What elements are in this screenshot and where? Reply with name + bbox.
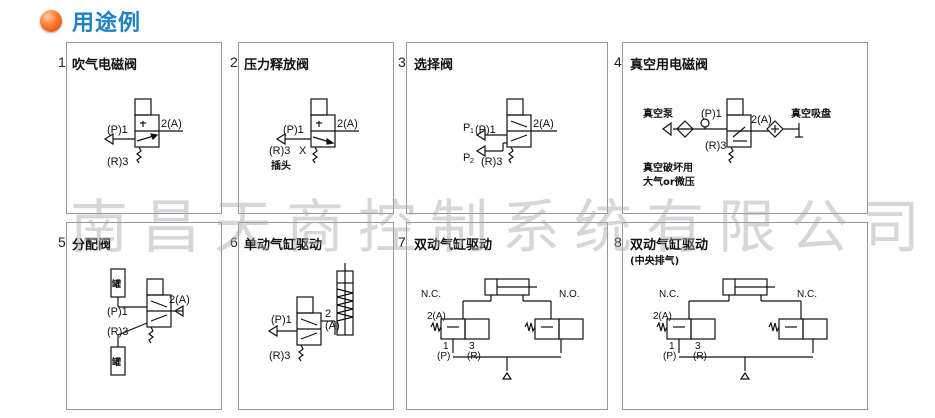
panel-8-double-acting-center-exhaust: N.C. N.C. 2(A) 1 (P) 3 (R) [622, 222, 868, 410]
section-title: 用途例 [72, 11, 142, 36]
label-r: (R)3 [269, 145, 290, 157]
panel-7-title: 双动气缸驱动 [414, 238, 493, 253]
label-note-1: 真空破坏用 [643, 161, 693, 174]
label-r: (R) [693, 351, 707, 362]
label-a: 2(A) [161, 118, 182, 130]
panel-7-number: 7 [398, 234, 406, 250]
panel-3-selector-valve: P 1 (P)1 2(A) P 2 (R)3 [406, 42, 608, 214]
label-r: (R)3 [107, 326, 128, 338]
panel-5-number: 5 [58, 234, 66, 250]
label-p: (P)1 [107, 306, 128, 318]
label-tank-1: 罐 [111, 278, 121, 290]
label-nc: N.C. [659, 289, 679, 300]
label-r: (R)3 [481, 156, 502, 168]
panel-1-blow-valve: (P)1 2(A) (R)3 [66, 42, 222, 214]
label-a: 2(A) [427, 311, 446, 322]
label-a: 2(A) [653, 311, 672, 322]
distribution-valve-diagram: 罐 罐 2(A) (P)1 (R)3 [107, 268, 190, 376]
label-p2-sub: 2 [470, 158, 474, 165]
label-a: 2(A) [169, 294, 190, 306]
panel-8-subtitle: (中央排气) [630, 256, 680, 267]
label-a: (A) [325, 320, 340, 332]
label-tank-2: 罐 [111, 356, 121, 368]
label-nc-right: N.C. [797, 289, 817, 300]
label-x: X [299, 145, 307, 157]
panel-8-number: 8 [614, 234, 622, 250]
label-p: (P)1 [283, 124, 304, 136]
selector-valve-diagram: P 1 (P)1 2(A) P 2 (R)3 [463, 98, 557, 168]
label-plug: 插头 [271, 159, 291, 172]
label-a: 2(A) [751, 114, 772, 126]
double-acting-cylinder-diagram: N.C. N.O. 2(A) 1 (P) 3 (R) [421, 278, 584, 380]
section-header: 用途例 [40, 6, 141, 36]
label-p: (P)1 [271, 314, 292, 326]
panel-8-title: 双动气缸驱动 [630, 238, 709, 253]
panel-6-number: 6 [230, 234, 238, 250]
label-r3: 3 [469, 341, 475, 352]
label-p: (P) [437, 351, 450, 362]
panel-1-number: 1 [58, 54, 66, 70]
label-p1: 1 [669, 341, 675, 352]
panel-6-title: 单动气缸驱动 [244, 238, 323, 253]
vacuum-valve-diagram: 真空泵 (P)1 2(A) (R)3 真空吸盘 真空破坏用 大气or微压 [643, 98, 831, 188]
panel-7-double-acting-cylinder: N.C. N.O. 2(A) 1 (P) 3 (R) [406, 222, 608, 410]
label-p: (P)1 [701, 108, 722, 120]
label-r: (R)3 [705, 140, 726, 152]
single-acting-cylinder-diagram: 2 (A) (P)1 (R)3 [267, 263, 354, 362]
label-p: (P)1 [107, 124, 128, 136]
panel-4-vacuum-valve: 真空泵 (P)1 2(A) (R)3 真空吸盘 真空破坏用 大气or微压 [622, 42, 868, 214]
label-r3: 3 [695, 341, 701, 352]
label-a: 2(A) [337, 118, 358, 130]
panel-2-title: 压力释放阀 [244, 58, 310, 73]
center-exhaust-cylinder-diagram: N.C. N.C. 2(A) 1 (P) 3 (R) [653, 278, 828, 380]
panel-3-title: 选择阀 [414, 58, 454, 73]
blow-valve-diagram: (P)1 2(A) (R)3 [103, 98, 183, 168]
label-p2: P [463, 152, 470, 164]
panel-6-single-acting-cylinder: 2 (A) (P)1 (R)3 [238, 222, 394, 410]
label-p1: 1 [443, 341, 449, 352]
label-r: (R) [467, 351, 481, 362]
label-two: 2 [325, 308, 331, 320]
panel-5-title: 分配阀 [72, 238, 112, 253]
pressure-release-diagram: (P)1 2(A) (R)3 X 插头 [269, 98, 359, 172]
panel-4-number: 4 [614, 54, 622, 70]
panel-5-distribution-valve: 罐 罐 2(A) (P)1 (R)3 [66, 222, 222, 410]
label-vacuum-pump: 真空泵 [643, 107, 674, 120]
panel-3-number: 3 [398, 54, 406, 70]
label-r: (R)3 [269, 350, 290, 362]
panel-2-number: 2 [230, 54, 238, 70]
bullet-dot-icon [40, 10, 62, 32]
panel-2-pressure-release-valve: (P)1 2(A) (R)3 X 插头 [238, 42, 394, 214]
label-vacuum-cup: 真空吸盘 [791, 107, 831, 120]
label-p1-sub: 1 [470, 128, 474, 135]
label-r: (R)3 [107, 156, 128, 168]
label-p: (P) [663, 351, 676, 362]
panel-4-title: 真空用电磁阀 [630, 58, 709, 73]
panel-1-title: 吹气电磁阀 [72, 58, 138, 73]
label-p: (P)1 [475, 124, 496, 136]
label-no: N.O. [559, 289, 580, 300]
label-note-2: 大气or微压 [643, 175, 695, 188]
label-nc: N.C. [421, 289, 441, 300]
label-p1: P [463, 122, 470, 134]
label-a: 2(A) [533, 118, 554, 130]
